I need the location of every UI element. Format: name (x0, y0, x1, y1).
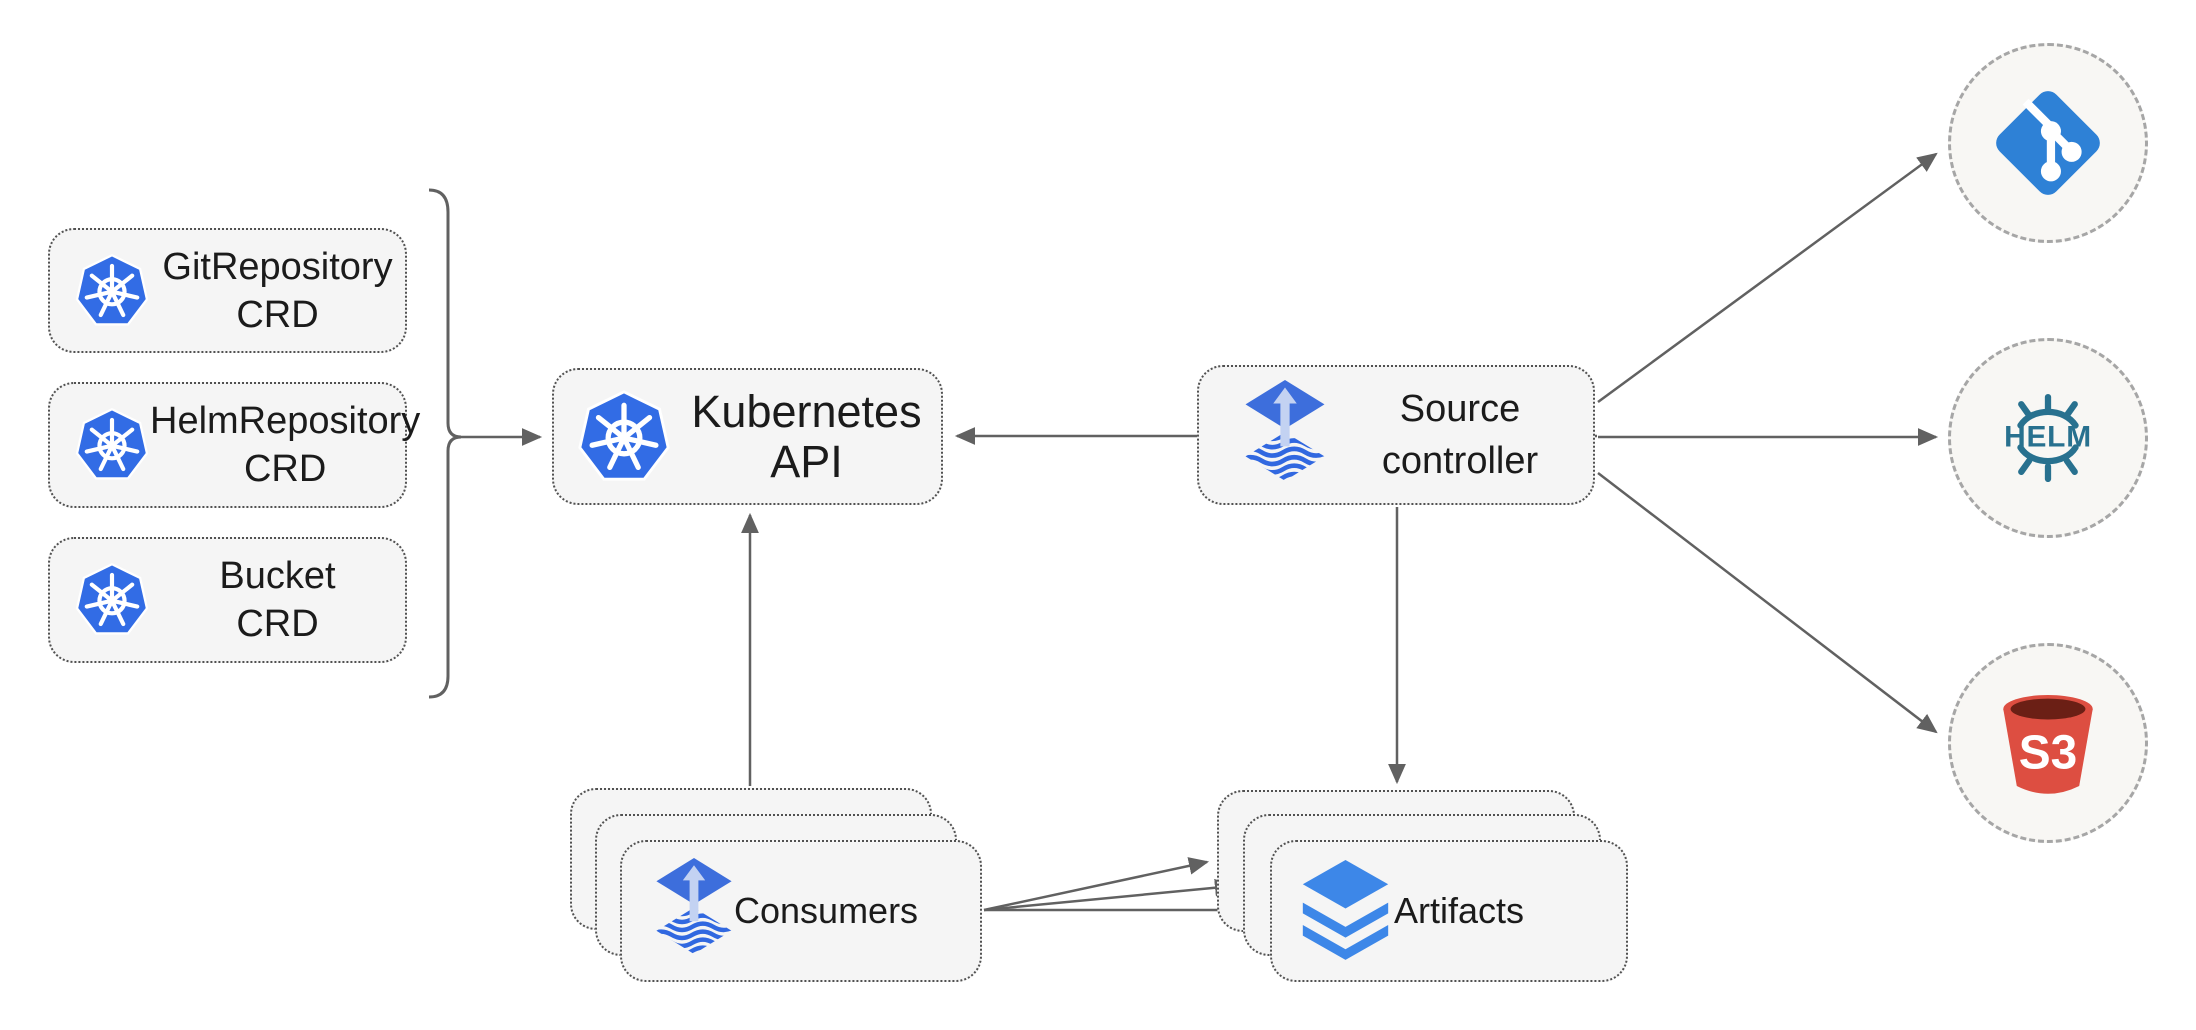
kubernetes-icon (75, 408, 149, 480)
git-icon (1996, 91, 2100, 195)
helm-label: HELM (2004, 421, 2092, 454)
artifacts-label: Artifacts (1394, 890, 1525, 931)
gitrepository-crd-label: GitRepository CRD (162, 245, 393, 336)
layers-icon (1302, 859, 1389, 960)
node-artifacts-stack: Artifacts (1217, 790, 1628, 982)
edge-source-to-git (1597, 152, 1938, 404)
edge-source-to-s3 (1597, 472, 1938, 734)
consumers-label: Consumers (734, 890, 919, 931)
node-consumers-stack: Consumers (570, 788, 982, 982)
node-source-controller: Source controller (1197, 365, 1595, 505)
node-bucket-crd: Bucket CRD (48, 537, 407, 663)
kubernetes-api-label: Kubernetes API (691, 385, 922, 487)
endpoint-git (1948, 43, 2148, 243)
edge-consumers-to-artifacts-2 (983, 878, 1236, 912)
node-gitrepository-crd: GitRepository CRD (48, 228, 407, 353)
edge-crds-bracket (428, 188, 462, 699)
flux-icon (656, 858, 732, 955)
kubernetes-icon (578, 389, 670, 481)
node-kubernetes-api: Kubernetes API (552, 368, 943, 505)
source-controller-label: Source controller (1381, 388, 1539, 482)
helmrepository-crd-label: HelmRepository CRD (150, 400, 421, 490)
edge-consumers-to-artifacts-1 (983, 857, 1210, 912)
kubernetes-icon (75, 563, 149, 635)
s3-label: S3 (2019, 726, 2078, 779)
kubernetes-icon (75, 253, 149, 326)
bucket-crd-label: Bucket CRD (219, 555, 336, 645)
flux-icon (1245, 379, 1325, 481)
helm-wheel-icon: HELM (2004, 393, 2092, 483)
consumers-card-front: Consumers (620, 840, 982, 982)
endpoint-s3: S3 (1948, 643, 2148, 843)
artifacts-card-front: Artifacts (1270, 840, 1628, 982)
s3-bucket-icon: S3 (2003, 694, 2093, 794)
node-helmrepository-crd: HelmRepository CRD (48, 382, 420, 508)
endpoint-helm: HELM (1948, 338, 2148, 538)
